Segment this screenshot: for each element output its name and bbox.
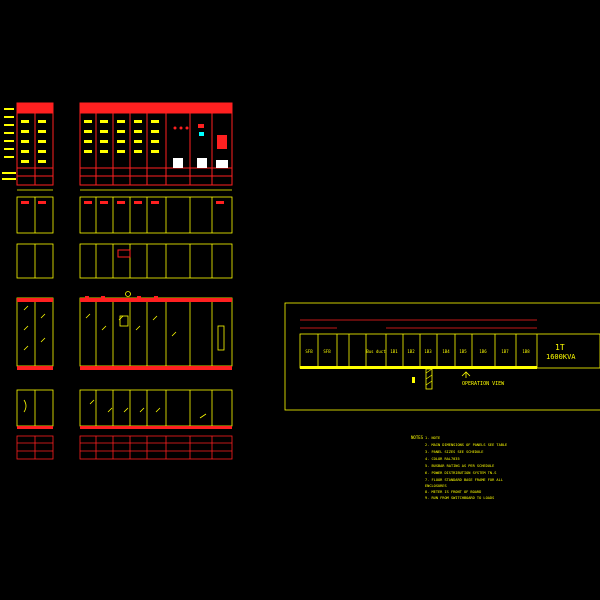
lineup-base — [300, 366, 537, 369]
side-view-1-marks — [21, 201, 224, 204]
operation-view-arrow — [461, 371, 471, 378]
meter-lamps — [173, 124, 228, 168]
transformer-id: 1T — [555, 343, 565, 352]
note-line: 6. POWER DISTRIBUTION SYSTEM TN-S — [425, 471, 496, 475]
layout-dim-lines — [300, 319, 537, 329]
note-line: 1. NOTE — [425, 436, 440, 440]
panel-label: SFB — [305, 349, 313, 354]
cable-entry-header — [17, 426, 232, 429]
note-line: 3. PANEL SIZES SEE SCHEDULE — [425, 450, 483, 454]
note-line: 7. FLOOR STANDARD BASE FRAME FOR ALL — [425, 478, 503, 482]
transformer-rating: 1600KVA — [546, 353, 576, 361]
panel-labels: SFB SFB Bus duct 1B1 1B2 1B3 1B4 1B5 1B6… — [305, 349, 530, 354]
panel-label: 1B2 — [407, 349, 415, 354]
panel-label: 1B3 — [424, 349, 432, 354]
panel-label: SFB — [323, 349, 331, 354]
front-elevation-left — [16, 102, 54, 186]
note-line: ENCLOSURES — [425, 484, 447, 488]
panel-label: 1B1 — [390, 349, 398, 354]
front-elevation-main-devices — [84, 120, 159, 153]
note-line: 4. COLOR RAL7035 — [425, 457, 460, 461]
base-plan — [16, 243, 233, 279]
rear-elevation-header — [17, 298, 232, 370]
note-line: 5. BUSBAR RATING AS PER SCHEDULE — [425, 464, 494, 468]
panel-label: 1B8 — [522, 349, 530, 354]
side-view-1 — [16, 196, 233, 234]
panel-label: 1B6 — [479, 349, 487, 354]
notes-heading: NOTES — [411, 435, 424, 440]
neutral-earth-marks — [85, 296, 158, 298]
note-line: 9. RUN FROM SWITCHBOARD TO LOADS — [425, 496, 494, 500]
switchboard-lineup — [299, 333, 600, 369]
panel-label: 1B7 — [501, 349, 509, 354]
panel-label: 1B5 — [459, 349, 467, 354]
left-leader-labels — [2, 108, 16, 180]
base-plan-cutout — [117, 249, 131, 258]
note-line: 8. METER IS FRONT OF BOARD — [425, 490, 481, 494]
panel-label: 1B4 — [442, 349, 450, 354]
layout-frame — [284, 302, 600, 411]
front-elevation-left-devices — [21, 120, 46, 163]
note-line: 2. MAIN DIMENSIONS OF PANELS SEE TABLE — [425, 443, 507, 447]
cable-entry-view — [16, 389, 233, 427]
schedule-table — [16, 435, 233, 460]
cable-trench — [412, 368, 433, 390]
front-elevation-main — [79, 102, 233, 186]
panel-label: Bus duct — [366, 349, 386, 354]
operation-view-label: OPERATION VIEW — [462, 381, 505, 387]
notes-block: NOTES 1. NOTE 2. MAIN DIMENSIONS OF PANE… — [411, 435, 507, 500]
breaker-marks — [23, 291, 225, 351]
